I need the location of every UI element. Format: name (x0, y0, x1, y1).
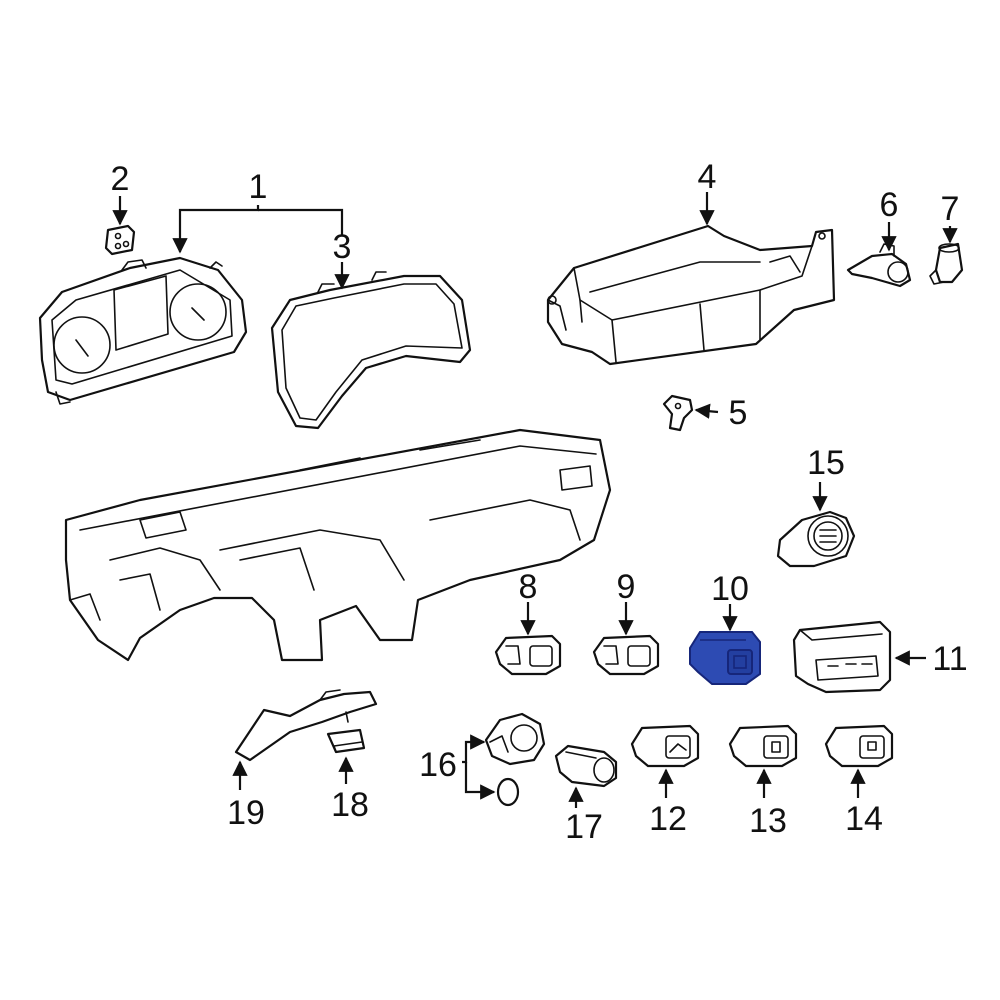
callout-labels: 1 2 3 4 5 6 7 8 9 10 11 12 13 14 15 16 1… (111, 158, 968, 846)
switch-part-10-highlighted[interactable] (689, 631, 761, 685)
callout-9: 9 (617, 568, 636, 606)
connector-part-18[interactable] (326, 728, 366, 754)
callout-1: 1 (249, 168, 268, 206)
sensor-part-7[interactable] (929, 242, 964, 285)
callout-15: 15 (807, 444, 845, 482)
switch-part-9[interactable] (592, 634, 660, 676)
callout-5: 5 (729, 394, 748, 432)
callout-16: 16 (419, 746, 457, 784)
switch-part-14[interactable] (824, 724, 894, 768)
callout-6: 6 (880, 186, 899, 224)
callout-19: 19 (227, 794, 265, 832)
switch-part-8[interactable] (494, 634, 562, 676)
bracket-part-2[interactable] (104, 224, 136, 256)
callout-2: 2 (111, 160, 130, 198)
callout-3: 3 (333, 228, 352, 266)
instrument-panel (64, 428, 612, 662)
callout-4: 4 (698, 158, 717, 196)
socket-part-16[interactable] (484, 712, 546, 807)
leader-lines (112, 192, 958, 808)
outlet-socket-part-17[interactable] (554, 744, 618, 788)
switch-part-13[interactable] (728, 724, 798, 768)
callout-18: 18 (331, 786, 369, 824)
switch-part-12[interactable] (630, 724, 700, 768)
callout-13: 13 (749, 802, 787, 840)
cluster-lens-frame-part[interactable] (270, 271, 472, 430)
combination-switch-part-19[interactable] (234, 689, 378, 762)
sensor-part-6[interactable] (846, 243, 912, 288)
start-button-part-15[interactable] (776, 510, 856, 568)
switch-panel-part-11[interactable] (792, 620, 892, 694)
callout-11: 11 (932, 640, 967, 678)
bracket-part-5[interactable] (662, 394, 694, 432)
callout-12: 12 (649, 800, 687, 838)
callout-7: 7 (941, 190, 960, 228)
callout-8: 8 (519, 568, 538, 606)
instrument-cluster-part[interactable] (38, 256, 248, 405)
callout-17: 17 (565, 808, 603, 846)
callout-10: 10 (711, 570, 749, 608)
callout-14: 14 (845, 800, 883, 838)
control-unit-part-4[interactable] (546, 224, 836, 366)
